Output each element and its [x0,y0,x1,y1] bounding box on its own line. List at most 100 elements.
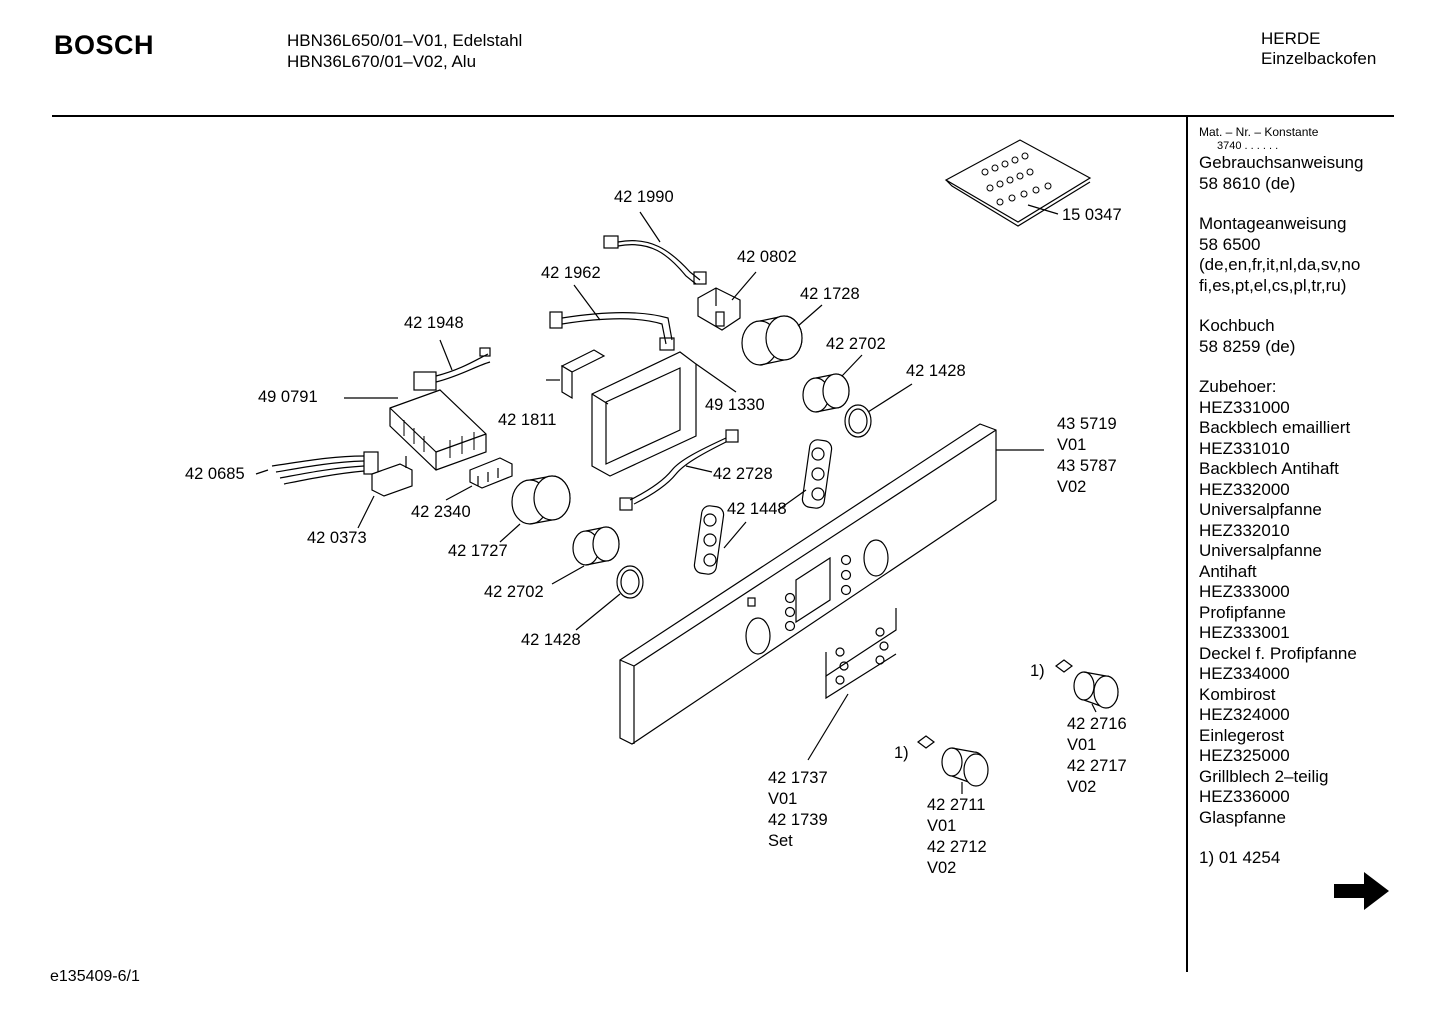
knob-housing-top-part [741,304,823,366]
label-panel-group: 43 5719 V01 43 5787 V02 [1057,414,1117,498]
constant-label: Mat. – Nr. – Konstante [1199,125,1319,139]
knob-housing-bottom-part [499,475,571,543]
label-421728: 42 1728 [800,285,860,303]
manual-number: 58 8610 (de) [1199,173,1296,193]
label-422712: 42 2712 [927,838,987,856]
label-knob-bottom-group: 42 2711 V01 42 2712 V02 [927,795,987,879]
label-420685: 42 0685 [185,465,245,483]
accessories-list: Zubehoer: HEZ331000 Backblech emailliert… [1199,377,1391,828]
label-422711: 42 2711 [927,796,986,814]
accessory-line: HEZ334000 [1199,664,1290,683]
cable-guide-part [546,349,606,400]
constant-value: 3740 . . . . . . [1217,140,1279,152]
category-line-2: Einzelbackofen [1261,49,1377,68]
arrow-right-icon[interactable] [1334,870,1390,912]
label-421428-bottom: 42 1428 [521,631,581,649]
label-421737: 42 1737 [768,769,828,787]
label-screw-v01: V01 [768,790,798,808]
accessory-line: HEZ333000 [1199,582,1290,601]
button-strip-part [693,439,833,575]
front-panel-part [619,423,1044,745]
accessory-line: Universalpfanne [1199,500,1322,519]
brand-logo: BOSCH [54,30,155,60]
ribbon-cable-part [549,284,675,351]
manual-title: Gebrauchsanweisung [1199,153,1364,172]
accessory-line: Backblech emailliert [1199,418,1351,437]
accessory-line: HEZ333001 [1199,623,1290,642]
accessory-line: HEZ331000 [1199,397,1290,417]
label-435719: 43 5719 [1057,415,1117,433]
label-421948: 42 1948 [404,314,464,332]
cookbook-title: Kochbuch [1199,316,1275,335]
accessory-line: Einlegerost [1199,725,1285,745]
label-422717: 42 2717 [1067,757,1127,775]
accessory-line: Antihaft [1199,561,1257,581]
label-screw-set: Set [768,832,793,850]
label-knob-right-group: 42 2716 V01 42 2717 V02 [1067,714,1127,798]
category-line-1: HERDE [1261,29,1321,48]
ring-bottom-part [575,565,644,631]
accessory-line: Zubehoer: [1199,377,1277,396]
screw-set-part [807,608,897,761]
accessory-line: HEZ325000 [1199,746,1290,765]
assembly-number: 58 6500 [1199,234,1261,254]
label-420802: 42 0802 [737,248,797,266]
label-421727: 42 1727 [448,542,508,560]
assembly-title: Montageanweisung [1199,214,1347,233]
cable-part-2728 [619,429,739,511]
wire-set-part [255,451,379,485]
accessory-line: Kombirost [1199,684,1276,704]
label-panel-v01: V01 [1057,436,1087,454]
label-421990: 42 1990 [614,188,674,206]
label-421739: 42 1739 [768,811,828,829]
label-422716: 42 2716 [1067,715,1127,733]
accessory-line: HEZ332010 [1199,520,1290,540]
accessory-line: HEZ336000 [1199,787,1290,806]
footnote-ref: 1) 01 4254 [1199,848,1281,867]
model-line-1: HBN36L650/01–V01, Edelstahl [287,31,523,50]
sleeve-top-part [802,354,863,413]
connector-strip-part [445,457,513,501]
label-435787: 43 5787 [1057,457,1117,475]
label-knob-right-v01: V01 [1067,736,1097,754]
label-knob-right-v02: V02 [1067,778,1097,796]
label-422702-top: 42 2702 [826,335,886,353]
label-422702-bottom: 42 2702 [484,583,544,601]
cable-harness-part [603,211,707,285]
label-knob-bottom-v01: V01 [927,817,957,835]
accessory-line: Universalpfanne [1199,541,1322,560]
accessory-line: Deckel f. Profipfanne [1199,643,1357,663]
drawing-code: e135409-6/1 [50,968,140,985]
label-screw-group: 42 1737 V01 42 1739 Set [768,768,828,852]
footnote-marker-right: 1) [1030,662,1045,680]
accessory-line: HEZ332000 [1199,479,1290,499]
control-module-part [591,351,737,477]
sidebar-divider [1186,117,1188,972]
assembly-languages-2: fi,es,pt,el,cs,pl,tr,ru) [1199,275,1347,295]
connector-part [697,271,757,331]
sleeve-bottom-part [551,526,620,585]
label-421448: 42 1448 [727,500,787,518]
accessory-line: HEZ324000 [1199,705,1290,724]
cookbook-number: 58 8259 (de) [1199,336,1296,356]
label-150347: 15 0347 [1062,206,1122,224]
label-panel-v02: V02 [1057,478,1087,496]
assembly-languages-1: (de,en,fr,it,nl,da,sv,no [1199,255,1361,274]
footnote-marker-bottom: 1) [894,744,909,762]
label-421428-top: 42 1428 [906,362,966,380]
label-421811: 42 1811 [498,411,557,429]
accessory-line: Backblech Antihaft [1199,459,1339,478]
label-knob-bottom-v02: V02 [927,859,957,877]
label-491330: 49 1330 [705,396,765,414]
knob-bottom-part [917,735,989,794]
bracket-part [357,456,413,529]
label-422728: 42 2728 [713,465,773,483]
switch-block-part [344,389,487,471]
screw-bag-part [944,139,1092,227]
label-490791: 49 0791 [258,388,318,406]
accessory-line: Profipfanne [1199,602,1286,622]
ring-top-part [844,383,913,438]
header-rule [52,115,1394,117]
accessory-line: Grillblech 2–teilig [1199,766,1329,786]
